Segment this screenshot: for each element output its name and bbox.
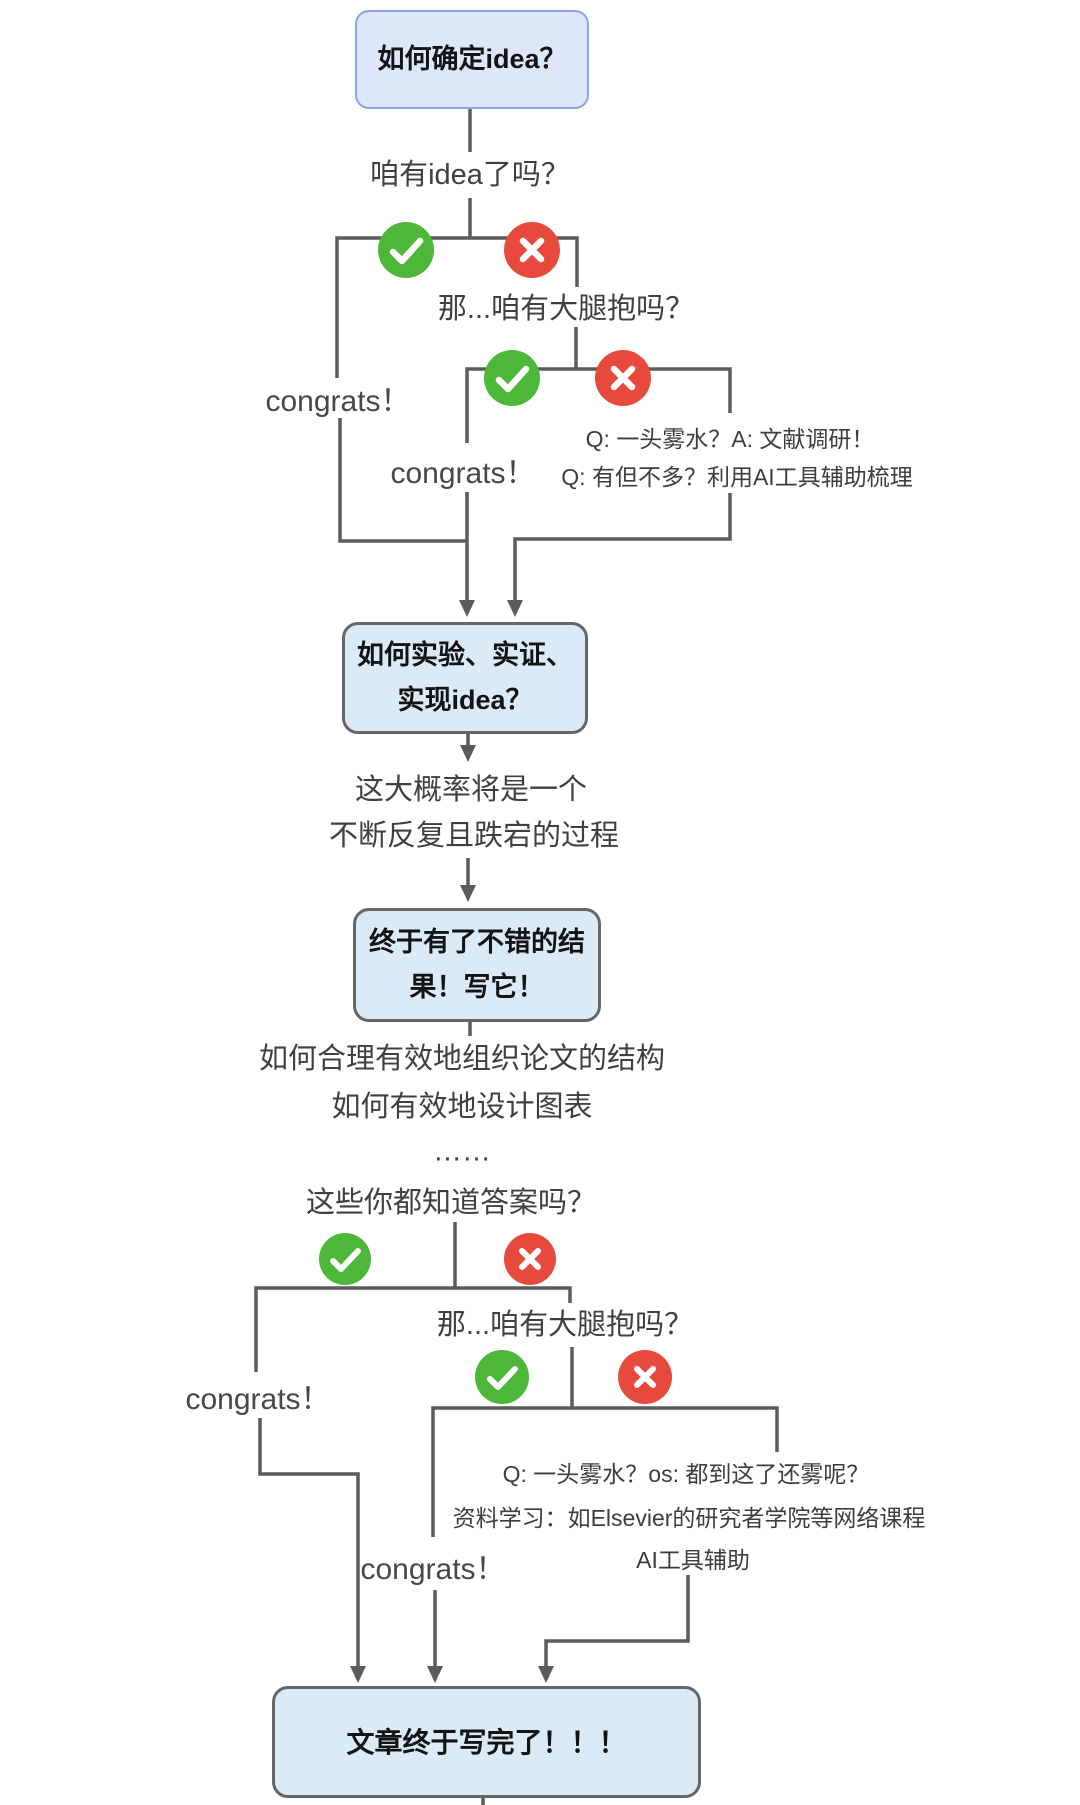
- figure-question: 如何有效地设计图表: [331, 1091, 593, 1123]
- done-node-label: 文章终于写完了！！！: [346, 1726, 627, 1758]
- connector-line: [544, 1575, 690, 1667]
- structure-question: 如何合理有效地组织论文的结构: [258, 1043, 666, 1075]
- congrats-3-label: congrats！: [185, 1383, 331, 1416]
- thigh-question-2: 那...咱有大腿抱吗？: [436, 1309, 694, 1341]
- arrowhead: [507, 600, 523, 617]
- qb-ai-note: AI工具辅助: [636, 1547, 750, 1573]
- arrowhead: [350, 1666, 366, 1683]
- connector-line: [254, 1286, 572, 1372]
- connector-line: [513, 493, 732, 601]
- start-node: 如何确定idea？: [355, 10, 589, 109]
- cross-icon: [595, 350, 651, 406]
- connector-line: [431, 1406, 779, 1537]
- connector-line: [338, 418, 467, 543]
- qb-learning-note: 资料学习：如Elsevier的研究者学院等网络课程: [452, 1505, 926, 1531]
- cross-icon: [504, 222, 560, 278]
- ellipsis-label: ……: [433, 1135, 491, 1168]
- done-node: 文章终于写完了！！！: [272, 1686, 701, 1798]
- qa-not-much-ai-note: Q: 有但不多？利用AI工具辅助梳理: [561, 464, 913, 490]
- check-icon: [378, 222, 434, 278]
- arrowhead: [459, 600, 475, 617]
- check-icon: [319, 1233, 371, 1285]
- result-node-line1: 终于有了不错的结: [369, 927, 585, 957]
- arrowhead: [460, 745, 476, 762]
- cross-icon: [618, 1350, 672, 1404]
- congrats-1-label: congrats！: [265, 385, 411, 418]
- result-node-line2: 果！写它！: [409, 972, 545, 1002]
- result-node: 终于有了不错的结 果！写它！: [353, 908, 601, 1022]
- connector-line: [258, 1418, 360, 1667]
- experiment-node: 如何实验、实证、 实现idea？: [342, 622, 588, 734]
- arrowhead: [538, 1666, 554, 1683]
- experiment-node-line1: 如何实验、实证、: [357, 640, 573, 670]
- process-note-line2: 不断反复且跌宕的过程: [328, 820, 620, 852]
- arrowhead: [460, 885, 476, 902]
- congrats-4-label: congrats！: [360, 1553, 506, 1586]
- start-node-label: 如何确定idea？: [377, 44, 567, 74]
- know-answers-question: 这些你都知道答案吗？: [305, 1187, 597, 1219]
- have-idea-question: 咱有idea了吗？: [370, 159, 570, 191]
- connector-line: [335, 236, 579, 378]
- qa-fog-research-note: Q: 一头雾水？A: 文献调研！: [585, 426, 875, 452]
- check-icon: [484, 350, 540, 406]
- congrats-2-label: congrats！: [390, 457, 536, 490]
- arrowheads: [350, 600, 554, 1683]
- cross-icon: [504, 1233, 556, 1285]
- experiment-node-line2: 实现idea？: [397, 685, 533, 715]
- check-icon: [475, 1350, 529, 1404]
- process-note-line1: 这大概率将是一个: [354, 774, 588, 806]
- decision-icons: [319, 222, 672, 1404]
- arrowhead: [427, 1666, 443, 1683]
- qb-fog-os-note: Q: 一头雾水？os: 都到这了还雾呢？: [502, 1461, 870, 1487]
- thigh-question-1: 那...咱有大腿抱吗？: [437, 293, 695, 325]
